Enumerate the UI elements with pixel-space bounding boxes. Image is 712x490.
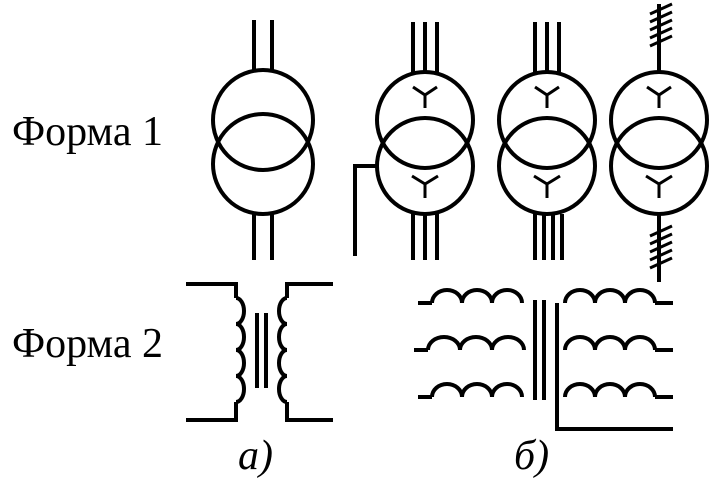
secondary-coil bbox=[277, 296, 288, 404]
winding-circle-lower bbox=[211, 112, 315, 216]
symbol-two-winding-transformer bbox=[211, 20, 315, 260]
winding-circle-upper bbox=[375, 70, 475, 170]
primary-lead-bottom bbox=[186, 402, 238, 422]
hatch-top-icon bbox=[649, 2, 673, 48]
form2-label: Форма 2 bbox=[12, 321, 163, 367]
symbol-single-phase-core-transformer bbox=[186, 282, 333, 422]
form1-label: Форма 1 bbox=[12, 109, 163, 155]
star-upper-icon bbox=[534, 85, 560, 108]
neutral-bus bbox=[555, 303, 673, 431]
symbol-star-star bbox=[497, 22, 597, 260]
primary-coil-2 bbox=[426, 335, 526, 351]
star-lower-icon bbox=[411, 174, 439, 198]
caption-a: а) bbox=[238, 433, 273, 479]
star-upper-icon bbox=[646, 85, 672, 108]
primary-coil-1 bbox=[430, 288, 524, 304]
secondary-coil-3 bbox=[563, 382, 657, 398]
hatch-bottom-icon bbox=[649, 224, 673, 270]
primary-coil-3 bbox=[430, 382, 524, 398]
winding-circle-upper bbox=[211, 68, 315, 172]
neutral-lead bbox=[353, 164, 378, 256]
primary-coil bbox=[235, 296, 246, 404]
winding-circle-upper bbox=[609, 70, 709, 170]
star-lower-icon bbox=[645, 174, 673, 198]
secondary-coil-1 bbox=[563, 288, 657, 304]
caption-b: б) bbox=[514, 433, 550, 479]
secondary-lead-top bbox=[285, 282, 333, 298]
primary-lead-top bbox=[186, 282, 238, 298]
secondary-lead-bottom bbox=[285, 402, 333, 422]
symbol-star-star-hatched bbox=[609, 2, 709, 282]
symbol-three-phase-core-transformer bbox=[414, 288, 673, 431]
star-lower-icon bbox=[533, 174, 561, 198]
winding-circle-lower bbox=[497, 116, 597, 216]
star-upper-icon bbox=[412, 85, 438, 108]
symbol-star-star-neutral bbox=[353, 22, 475, 260]
winding-circle-upper bbox=[497, 70, 597, 170]
secondary-coil-2 bbox=[563, 335, 657, 351]
